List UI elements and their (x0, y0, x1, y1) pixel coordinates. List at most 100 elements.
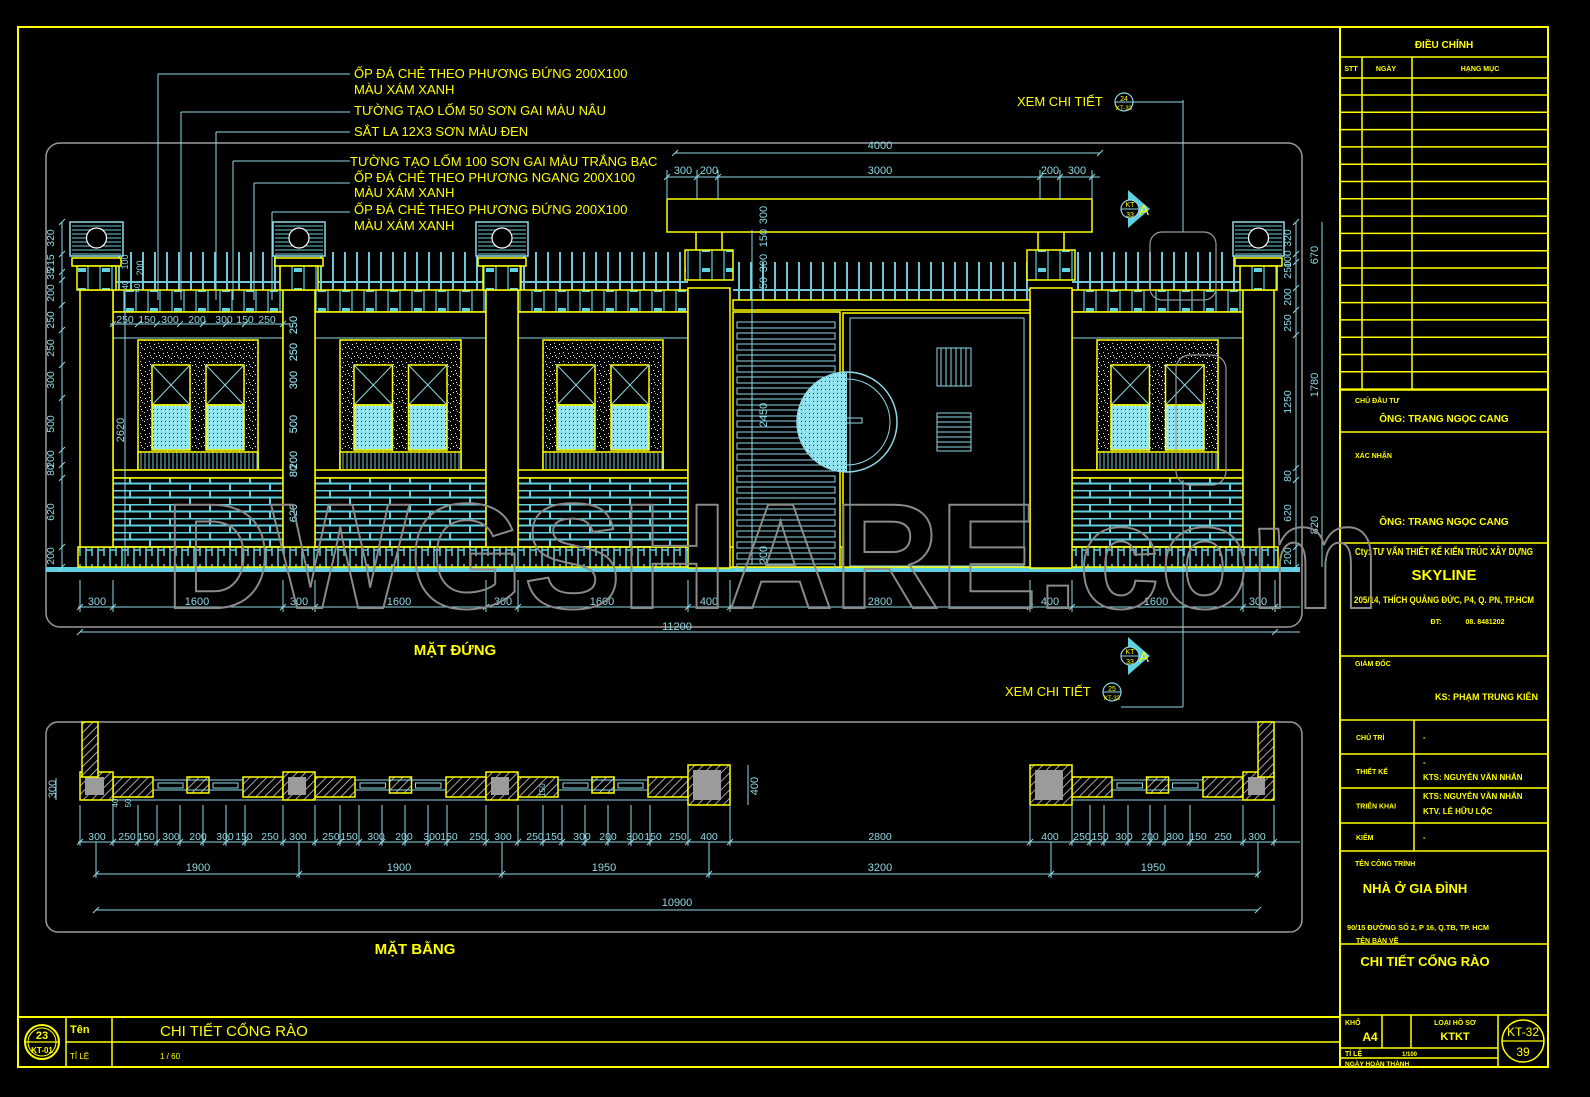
dim-plan-depth: 400 (749, 777, 761, 795)
dim-right-vertical: 200 (1282, 288, 1294, 306)
dim-plan-segment: 300 (1166, 831, 1184, 843)
dim-plan-segment: 300 (1248, 831, 1266, 843)
dim-right-vertical: 620 (1282, 504, 1294, 522)
dim-right-vertical: 250 (1282, 261, 1294, 279)
dim-right-vertical: 250 (1282, 314, 1294, 332)
window-lower (205, 404, 245, 451)
dim-plan-segment: 300 (88, 831, 106, 843)
dim-bottom: 1600 (1144, 596, 1168, 608)
dim-plan-segment: 150 (545, 831, 563, 843)
dim-inner-vertical-2: 80 (288, 465, 300, 477)
paper-size: A4 (1362, 1030, 1378, 1044)
role-person: - (1423, 833, 1426, 842)
dim-plan-segment: 250 (469, 831, 487, 843)
dim-inner-vertical: 300 (288, 371, 300, 389)
gate-slat (736, 343, 836, 351)
dim-plan-axis: 1950 (1141, 862, 1165, 874)
wall-hatch (314, 776, 356, 798)
elevation-frame (45, 142, 1303, 628)
wall-hatch (591, 776, 615, 794)
dim-right-vertical: 80 (1282, 470, 1294, 482)
section-sheet-bottom: 33 (1126, 212, 1134, 219)
wall-hatch (1202, 776, 1244, 798)
size-label: KHỔ (1345, 1018, 1361, 1027)
annotation-label: TƯỜNG TẠO LỐM 100 SƠN GAI MÀU TRẮNG BẠC (350, 154, 657, 169)
dim-panel: 150 (138, 314, 156, 326)
wall-hatch (112, 776, 154, 798)
dim-left-small: 100 (120, 254, 130, 269)
dim-plan-segment: 150 (440, 831, 458, 843)
coping-band (1071, 289, 1244, 313)
detail-boundary (1175, 354, 1227, 486)
dim-plan-segment: 400 (700, 831, 718, 843)
dimension-tick (1292, 331, 1300, 339)
dimension-tick (109, 320, 117, 328)
reference-sheet: KT-01 (31, 1046, 53, 1055)
dim-plan-segment: 250 (322, 831, 340, 843)
annotation-label: ỐP ĐÁ CHẺ THEO PHƯƠNG ĐỨNG 200X100 (354, 202, 627, 217)
dim-bottom: 300 (88, 596, 106, 608)
lantern-circle (1247, 227, 1270, 249)
project-label: TÊN CÔNG TRÌNH (1355, 859, 1415, 868)
role-person: - (1423, 758, 1426, 767)
project-address: 90/15 ĐƯỜNG SỐ 2, P 16, Q.TB, TP. HCM (1347, 922, 1489, 932)
dimension-tick (58, 326, 66, 334)
dim-plan-segment: 2800 (868, 831, 892, 843)
dimension-tick (1292, 218, 1300, 226)
dim-plan-segment: 300 (1115, 831, 1133, 843)
callout-number: 24 (1120, 96, 1128, 103)
window-lower (1164, 404, 1205, 451)
dim-inner-vertical-2: 250 (288, 316, 300, 334)
sheet-frame (17, 26, 1549, 1068)
dim-plan-segment: 250 (526, 831, 544, 843)
dim-plan-segment: 200 (189, 831, 207, 843)
dim-left-small: 40 (121, 280, 130, 289)
grille-strip (137, 451, 259, 471)
dim-plan-segment: 250 (1073, 831, 1091, 843)
dim-plan-segment: 150 (644, 831, 662, 843)
dimension-tick (58, 250, 66, 258)
director-name: KS: PHẠM TRUNG KIÊN (1435, 691, 1538, 702)
dim-gate-vertical: 200 (758, 546, 770, 564)
gate-circle-half (797, 372, 847, 472)
pillar-cap-band (76, 265, 117, 291)
dim-bottom: 400 (1041, 596, 1059, 608)
gate-slat (736, 486, 836, 494)
dim-plan-segment: 300 (216, 831, 234, 843)
dim-right-overall: 670 (1309, 246, 1321, 264)
type-label: LOẠI HỒ SƠ (1434, 1017, 1476, 1027)
dimension-tick (58, 361, 66, 369)
annotation-label: ỐP ĐÁ CHẺ THEO PHƯƠNG ĐỨNG 200X100 (354, 66, 627, 81)
phone-label: ĐT: (1431, 619, 1442, 626)
dim-left-vertical: 200 (45, 450, 57, 468)
dim-plan-segment: 250 (118, 831, 136, 843)
pillar-capital (477, 257, 527, 267)
dim-left-vertical: 200 (45, 547, 57, 565)
annotation-label: MÀU XÁM XANH (354, 82, 454, 97)
role-person: - (1423, 733, 1426, 742)
drawing-name-strip: CHI TIẾT CỔNG RÀO (160, 1022, 308, 1040)
completion-date-label: NGÀY HOÀN THÀNH (1345, 1059, 1409, 1068)
dimension-tick (1292, 250, 1300, 258)
revision-column-header: STT (1344, 66, 1358, 73)
dim-gate-top: 300 (1068, 165, 1086, 177)
role-person: KTS: NGUYỄN VĂN NHẪN (1423, 792, 1523, 801)
fence-panel (1172, 782, 1199, 789)
investor-label: CHỦ ĐẦU TƯ (1355, 395, 1399, 405)
dim-plan-segment: 250 (669, 831, 687, 843)
elevation-title: MẶT ĐỨNG (414, 641, 496, 659)
revision-header: ĐIỀU CHỈNH (1415, 38, 1473, 51)
dimension-tick (58, 218, 66, 226)
pillar-capital (274, 257, 324, 267)
dim-panel: 250 (258, 314, 276, 326)
dimension-tick (1292, 258, 1300, 266)
dim-plan-segment: 300 (162, 831, 180, 843)
dim-right-vertical: 200 (1282, 547, 1294, 565)
pier-core (1035, 770, 1063, 800)
dim-plan-segment: 150 (235, 831, 253, 843)
reference-number: 23 (36, 1030, 48, 1042)
dim-bottom: 300 (494, 596, 512, 608)
